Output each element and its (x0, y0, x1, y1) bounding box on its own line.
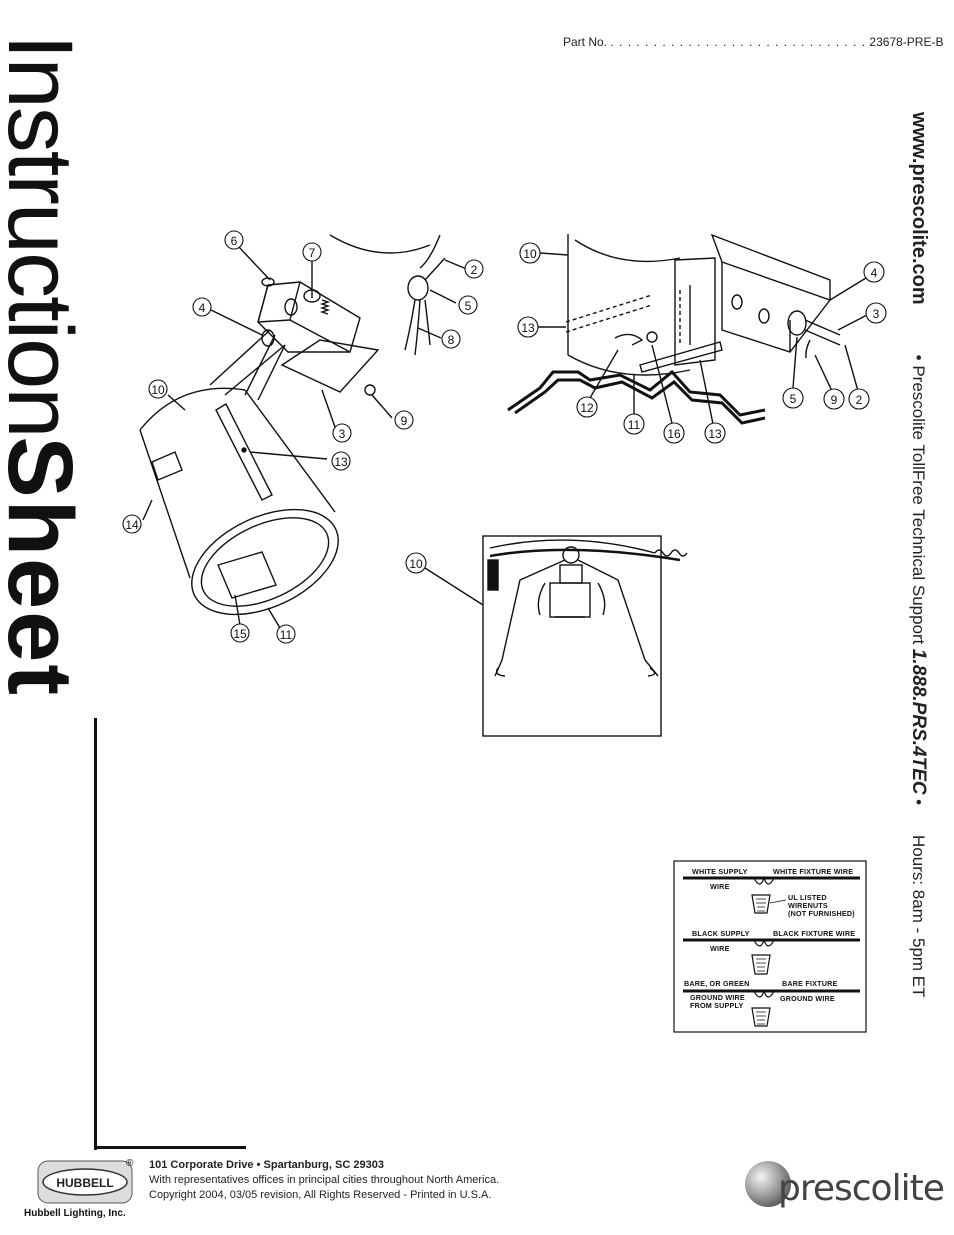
footer: 101 Corporate Drive • Spartanburg, SC 29… (149, 1158, 499, 1203)
callout-9: 9 (401, 414, 408, 428)
callout-3: 3 (339, 427, 346, 441)
title-rule-horizontal (94, 1146, 246, 1149)
callout-13: 13 (334, 455, 348, 469)
ul-listed-label: UL LISTED (788, 893, 827, 902)
callout-14: 14 (125, 518, 139, 532)
footer-line2: With representatives offices in principa… (149, 1174, 500, 1186)
callout2-4: 4 (871, 266, 878, 280)
diagram-side-view (424, 535, 688, 737)
callout-7: 7 (309, 246, 316, 260)
callout2-3: 3 (873, 307, 880, 321)
part-no-label: Part No. (563, 35, 608, 49)
hubbell-company: Hubbell Lighting, Inc. (24, 1208, 126, 1219)
wiring-diagram: WHITE SUPPLY WIRE WHITE FIXTURE WIRE UL … (673, 860, 867, 1033)
callout2-9: 9 (831, 393, 838, 407)
ground-wire-label: GROUND WIRE (690, 993, 745, 1002)
callout2-12: 12 (580, 401, 594, 415)
callout-15: 15 (233, 627, 247, 641)
callout-5: 5 (465, 299, 472, 313)
fixture-ground-label: GROUND WIRE (780, 994, 835, 1003)
callout-11: 11 (280, 628, 293, 642)
from-supply-label: FROM SUPPLY (690, 1001, 743, 1010)
title-rule-vertical (94, 718, 97, 1150)
part-no-dots: . . . . . . . . . . . . . . . . . . . . … (610, 35, 867, 49)
diagram-housing-exploded (139, 234, 470, 629)
diagram-installed-ceiling (507, 233, 868, 425)
callout2-13: 13 (521, 321, 535, 335)
prescolite-wordmark: prescolite (778, 1168, 945, 1209)
hubbell-logo-text: HUBBELL (56, 1176, 113, 1190)
wirenuts-label: WIRENUTS (788, 901, 828, 910)
callout-6: 6 (231, 234, 238, 248)
hubbell-logo: HUBBELL (37, 1160, 133, 1204)
callout2-2: 2 (856, 393, 863, 407)
callout-8: 8 (448, 333, 455, 347)
callout-10: 10 (151, 383, 165, 397)
callout3-10: 10 (409, 557, 423, 571)
part-no-value: 23678-PRE-B (869, 35, 944, 49)
callout2-13b: 13 (708, 427, 722, 441)
registered-mark: ® (126, 1158, 134, 1169)
black-wire-label: WIRE (710, 944, 730, 953)
callout2-5: 5 (790, 392, 797, 406)
diagram1-callouts: 6 7 4 2 5 8 10 9 3 13 14 15 11 (122, 230, 484, 644)
white-fixture-label: WHITE FIXTURE WIRE (773, 867, 853, 876)
white-wire-label: WIRE (710, 882, 730, 891)
footer-address: 101 Corporate Drive • Spartanburg, SC 29… (149, 1159, 384, 1171)
not-furnished-label: (NOT FURNISHED) (788, 909, 855, 918)
diagram2-callouts: 10 13 12 11 16 13 4 3 5 9 2 (517, 242, 887, 444)
prescolite-ball-icon (745, 1161, 791, 1207)
black-supply-label: BLACK SUPPLY (692, 929, 750, 938)
footer-copyright: Copyright 2004, 03/05 revision, All Righ… (149, 1189, 492, 1201)
callout2-10: 10 (523, 247, 537, 261)
black-fixture-label: BLACK FIXTURE WIRE (773, 929, 855, 938)
callout-4: 4 (199, 301, 206, 315)
callout2-11: 11 (628, 418, 641, 432)
bare-green-label: BARE, OR GREEN (684, 979, 750, 988)
part-number: Part No. . . . . . . . . . . . . . . . .… (563, 35, 943, 49)
callout-2: 2 (471, 263, 478, 277)
white-supply-label: WHITE SUPPLY (692, 867, 748, 876)
prescolite-logo (745, 1161, 791, 1207)
bare-fixture-label: BARE FIXTURE (782, 979, 838, 988)
callout2-16: 16 (667, 427, 681, 441)
diagram3-callouts: 10 (405, 552, 427, 574)
